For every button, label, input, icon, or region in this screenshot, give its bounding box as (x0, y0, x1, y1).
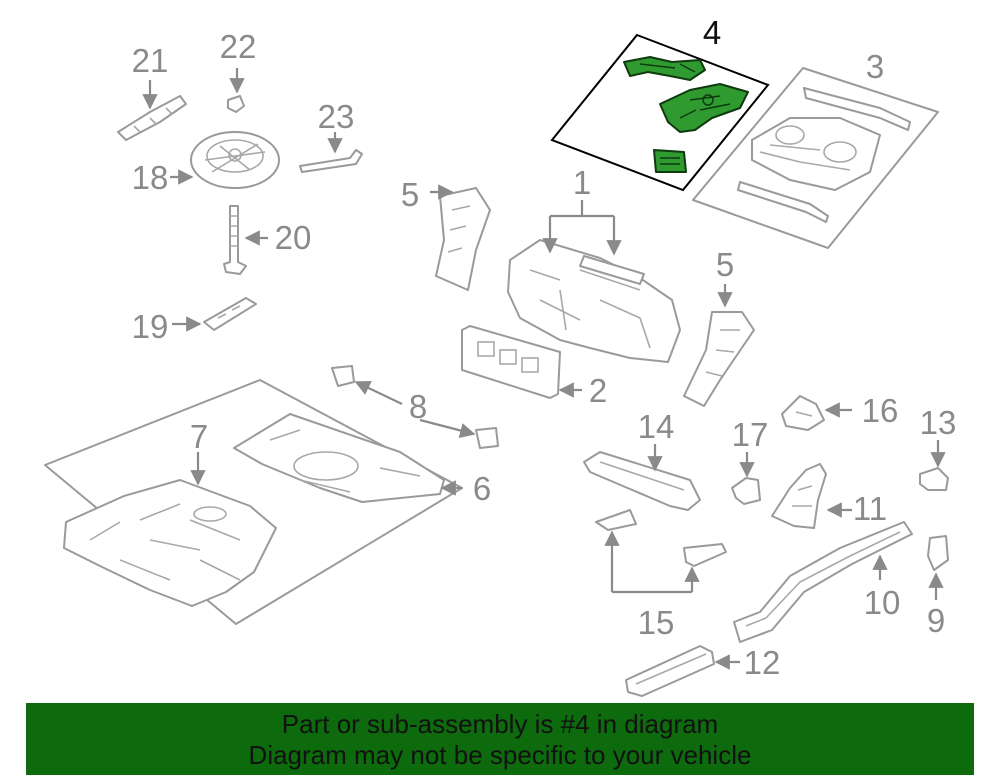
callout-18: 18 (132, 159, 169, 196)
callout-11: 11 (853, 490, 887, 527)
part-5-right[interactable]: 5 (683, 246, 755, 407)
part-13[interactable]: 13 (919, 404, 957, 491)
callout-21: 21 (132, 42, 169, 79)
part-2[interactable]: 2 (461, 325, 607, 409)
part-20[interactable]: 20 (223, 205, 312, 275)
callout-19: 19 (132, 308, 169, 345)
callout-3: 3 (866, 48, 884, 85)
floor-panel-group[interactable]: 6 7 (44, 379, 491, 625)
callout-22: 22 (220, 28, 257, 65)
callout-6: 6 (473, 470, 491, 507)
part-8[interactable]: 8 (331, 365, 499, 449)
callout-20: 20 (275, 219, 312, 256)
callout-23: 23 (318, 98, 355, 135)
part-9[interactable]: 9 (927, 535, 949, 639)
part-14[interactable]: 14 (583, 408, 701, 511)
callout-4: 4 (703, 14, 721, 51)
part-4-bracket-lower[interactable] (653, 149, 687, 173)
callout-7: 7 (190, 418, 208, 455)
part-22[interactable]: 22 (220, 28, 257, 113)
callout-5-right: 5 (716, 246, 734, 283)
info-banner: Part or sub-assembly is #4 in diagram Di… (26, 703, 974, 775)
callout-16: 16 (862, 392, 899, 429)
callout-14: 14 (638, 408, 675, 445)
part-10[interactable]: 10 (733, 521, 913, 643)
part-1[interactable]: 1 (507, 164, 681, 363)
part-12[interactable]: 12 (625, 644, 781, 697)
part-23[interactable]: 23 (299, 98, 363, 173)
floor-panel-frame (44, 379, 463, 625)
parts-diagram: 4 3 21 22 18 23 (44, 14, 957, 697)
callout-1: 1 (573, 164, 591, 201)
callout-13: 13 (920, 404, 957, 441)
part-7[interactable]: 7 (63, 418, 277, 607)
callout-10: 10 (864, 584, 901, 621)
part-11[interactable]: 11 (771, 463, 887, 529)
callout-5-left: 5 (401, 176, 419, 213)
banner-line-2: Diagram may not be specific to your vehi… (248, 740, 752, 770)
banner-line-1: Part or sub-assembly is #4 in diagram (281, 709, 719, 739)
part-4-group[interactable]: 4 (550, 14, 770, 192)
part-21[interactable]: 21 (117, 42, 187, 141)
part-4-housing[interactable] (659, 83, 749, 133)
part-6[interactable]: 6 (233, 413, 491, 507)
callout-17: 17 (732, 416, 769, 453)
part-15[interactable]: 15 (595, 509, 727, 641)
callout-2: 2 (589, 372, 607, 409)
part-17[interactable]: 17 (731, 416, 769, 505)
part-16[interactable]: 16 (781, 392, 899, 431)
part-18[interactable]: 18 (132, 131, 280, 196)
part-5-left[interactable]: 5 (401, 176, 491, 291)
callout-15: 15 (638, 604, 675, 641)
part-4-bracket-upper[interactable] (623, 56, 706, 81)
callout-9: 9 (927, 602, 945, 639)
callout-8: 8 (409, 388, 427, 425)
part-3-group[interactable]: 3 (692, 48, 939, 249)
part-4-frame (550, 33, 770, 192)
callout-12: 12 (744, 644, 781, 681)
part-19[interactable]: 19 (132, 297, 257, 345)
